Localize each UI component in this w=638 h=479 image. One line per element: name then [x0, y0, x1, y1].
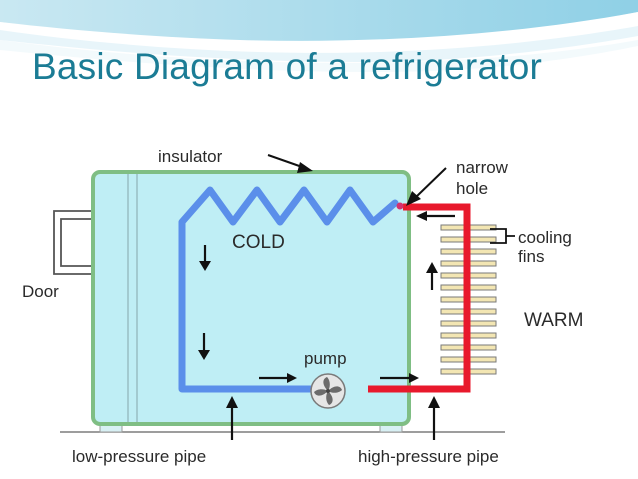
slide-title: Basic Diagram of a refrigerator — [32, 46, 542, 87]
narrow-hole-junction — [396, 202, 404, 210]
low-pressure-pipe — [178, 186, 399, 393]
fan-icon — [314, 377, 342, 405]
door-handle — [53, 210, 94, 275]
door-label: Door — [22, 282, 59, 301]
cooling-fins-label-line1: cooling — [518, 228, 572, 247]
pump-label: pump — [304, 349, 347, 368]
cold-label: COLD — [232, 232, 285, 253]
narrow-hole-label-line1: narrow — [456, 158, 509, 177]
pump — [310, 373, 346, 409]
flow-arrows — [198, 211, 455, 383]
leader-lines — [226, 154, 515, 440]
high-pressure-pipe — [368, 203, 471, 393]
high-pressure-pipe-label: high-pressure pipe — [358, 447, 499, 466]
cooling-fins-label-line2: fins — [518, 247, 544, 266]
cabinet-insulator — [91, 170, 411, 426]
narrow-hole-label-line2: hole — [456, 179, 488, 198]
warm-label: WARM — [524, 310, 583, 331]
header-wave-decoration — [0, 0, 638, 72]
low-pressure-pipe-label: low-pressure pipe — [72, 447, 206, 466]
insulator-label: insulator — [158, 147, 223, 166]
